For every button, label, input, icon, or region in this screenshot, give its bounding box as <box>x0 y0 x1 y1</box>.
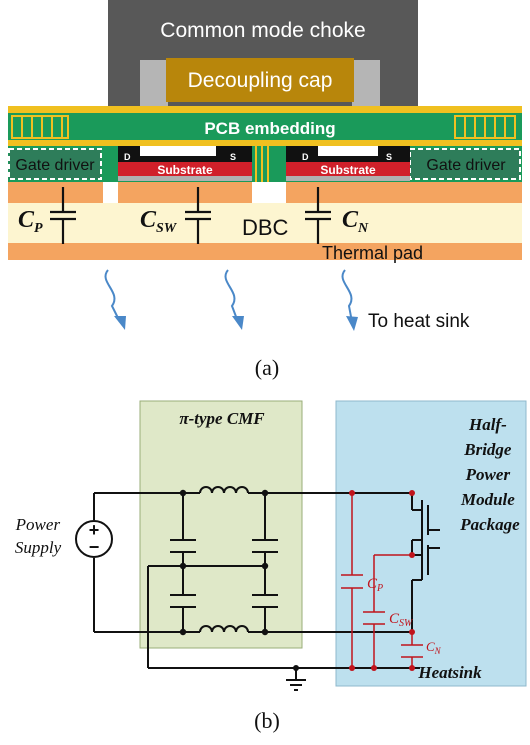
gate-driver-right-label: Gate driver <box>426 157 506 174</box>
module-label: Half- Bridge Power Module Package <box>459 415 520 534</box>
heat-sink-label: To heat sink <box>368 311 470 332</box>
heatsink-label: Heatsink <box>417 663 482 682</box>
csw-label: CSW <box>389 611 414 629</box>
decap-pad-right <box>352 60 380 108</box>
cross-section-diagram: Common mode choke Decoupling cap PCB emb… <box>8 0 522 380</box>
caption-a: (a) <box>255 355 279 380</box>
gate-driver-left-label: Gate driver <box>15 157 95 174</box>
inductor-top <box>199 486 249 494</box>
copper-top-2 <box>118 182 252 203</box>
caption-b: (b) <box>254 708 280 733</box>
mosfet-low <box>412 540 440 581</box>
substrate-left <box>118 162 252 176</box>
top-gold-layer <box>8 106 522 113</box>
cp-label: CP <box>367 576 383 594</box>
decap-label: Decoupling cap <box>188 69 333 92</box>
cap-p-symbol <box>50 187 76 244</box>
drain-left: D <box>124 152 131 162</box>
substrate-right-label: Substrate <box>320 163 376 177</box>
circuit-diagram: π-type CMF Half- Bridge Power Module Pac… <box>15 400 527 733</box>
choke-label: Common mode choke <box>160 19 365 42</box>
thermal-pad-label: Thermal pad <box>322 243 423 263</box>
junction-dots-black <box>179 489 269 636</box>
heat-arrow-3 <box>341 269 353 323</box>
substrate-left-base <box>118 176 252 181</box>
voltage-source: + − <box>75 520 113 558</box>
cap-n-label: CN <box>342 207 369 236</box>
decoupling-cap <box>166 58 354 102</box>
cn-label: CN <box>426 639 442 656</box>
drain-right: D <box>302 152 309 162</box>
dbc-ceramic <box>8 203 522 243</box>
dbc-label: DBC <box>242 215 289 240</box>
die-right-center <box>318 146 378 156</box>
die-left-center <box>140 146 216 156</box>
cap-p-label: CP <box>18 207 43 236</box>
gate-driver-right <box>409 148 521 180</box>
cmf-box <box>139 400 303 649</box>
decap-pad-left <box>140 60 168 108</box>
source-right: S <box>386 152 392 162</box>
power-supply-label: Power Supply <box>15 515 65 557</box>
junction-dots-red <box>349 490 415 671</box>
via-grid-right <box>454 115 516 139</box>
copper-top-3 <box>286 182 522 203</box>
ground-icon <box>286 679 306 691</box>
substrate-left-label: Substrate <box>157 163 213 177</box>
heat-arrowheads <box>114 316 358 331</box>
ground-junction <box>293 665 299 671</box>
heat-arrow-1 <box>104 269 121 323</box>
via-grid-left <box>11 115 69 139</box>
source-left: S <box>230 152 236 162</box>
inductor-bottom <box>199 625 249 633</box>
red-parasitics <box>341 493 423 668</box>
minus-sign: − <box>89 537 100 557</box>
copper-top-1 <box>8 182 103 203</box>
cap-sw-label: CSW <box>140 207 178 236</box>
pcb-label: PCB embedding <box>204 119 335 138</box>
cmf-label: π-type CMF <box>179 409 265 428</box>
pcb-embedding <box>8 113 522 140</box>
cap-n-symbol <box>305 187 331 244</box>
substrate-right-base <box>286 176 410 181</box>
mid-gold-layer <box>8 140 522 146</box>
module-box <box>335 400 527 687</box>
cap-sw-symbol <box>185 187 211 244</box>
gate-driver-left <box>8 148 102 180</box>
heat-arrow-2 <box>224 269 239 323</box>
plus-sign: + <box>89 520 100 540</box>
thermal-pad <box>8 243 522 260</box>
center-vias <box>255 140 269 182</box>
substrate-right <box>286 162 410 176</box>
heat-arrows <box>104 269 353 323</box>
